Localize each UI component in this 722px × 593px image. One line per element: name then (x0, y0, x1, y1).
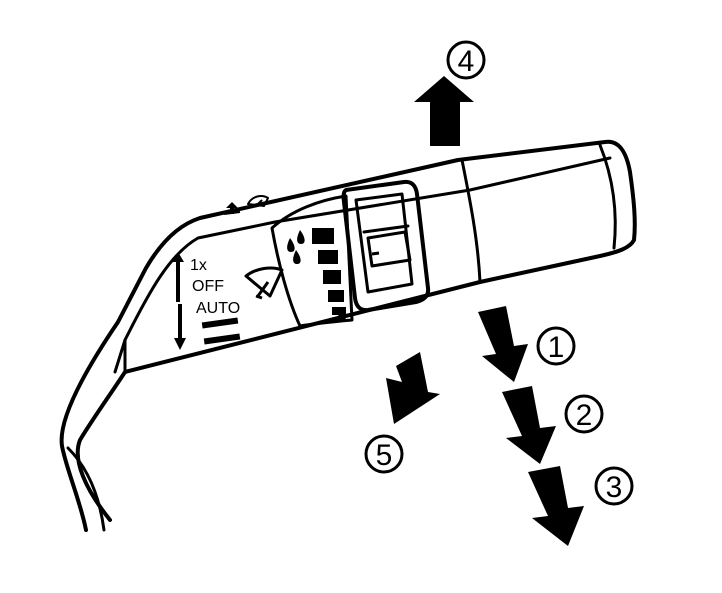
svg-text:2: 2 (576, 399, 593, 432)
rain-drop-icon (287, 230, 346, 322)
speed-high-bar (203, 333, 241, 345)
washer-icon (223, 202, 241, 215)
up-arrow-icon (172, 252, 184, 302)
stalk-body (59, 139, 637, 532)
arrow-4-up (414, 76, 474, 146)
callout-1: 1 (536, 326, 576, 366)
windshield-wiper-icon (244, 266, 284, 300)
arrow-3-down (528, 466, 584, 546)
speed-bar-3 (323, 270, 341, 284)
svg-text:1: 1 (548, 331, 565, 364)
speed-bar-5 (332, 307, 346, 315)
callout-3: 3 (594, 466, 634, 506)
speed-bar-4 (328, 290, 344, 302)
callout-5: 5 (364, 434, 404, 474)
callout-4: 4 (446, 40, 486, 80)
rear-wiper-switch (341, 179, 431, 313)
intermittent-ring (270, 194, 354, 328)
down-arrow-icon (174, 304, 186, 350)
arrow-1-down (478, 306, 528, 382)
svg-text:4: 4 (458, 45, 475, 78)
speed-low-bar (201, 317, 239, 329)
label-mist: 1x (190, 257, 207, 274)
speed-bar-2 (318, 250, 338, 264)
speed-bar-1 (312, 228, 334, 244)
svg-text:5: 5 (376, 439, 393, 472)
arrow-5-down (386, 352, 440, 424)
rear-wiper-icon (247, 195, 269, 207)
svg-text:3: 3 (606, 471, 623, 504)
callout-2: 2 (564, 394, 604, 434)
label-off: OFF (192, 278, 224, 295)
arrow-2-down (502, 386, 556, 464)
label-auto: AUTO (196, 300, 240, 317)
